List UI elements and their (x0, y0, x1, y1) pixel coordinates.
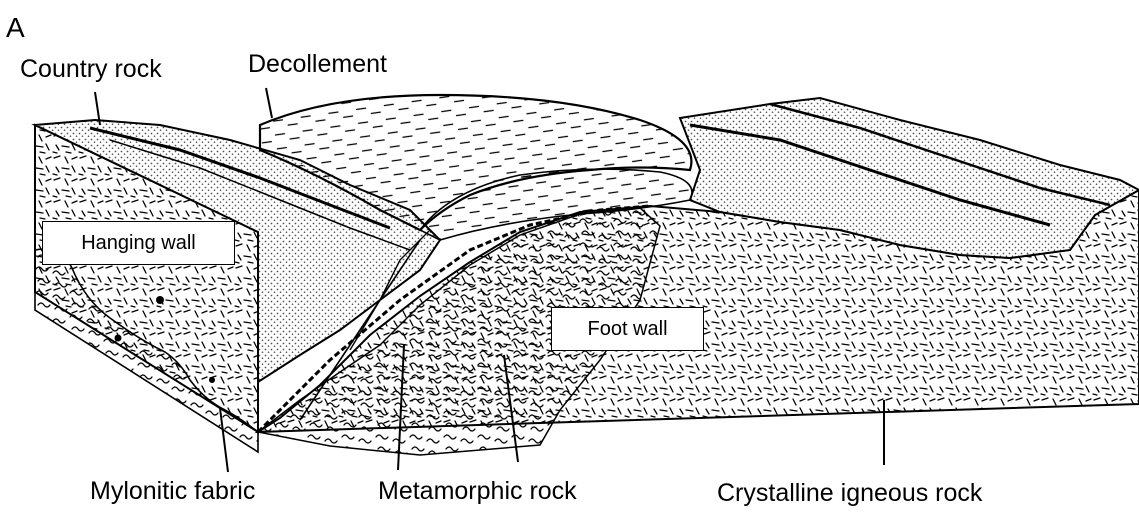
leader-decollement (266, 88, 272, 118)
clast (156, 296, 164, 304)
mylonitic-fabric-label: Mylonitic fabric (90, 479, 255, 504)
clast (209, 377, 215, 383)
hanging-wall-label: Hanging wall (42, 221, 235, 265)
country-rock-label: Country rock (20, 57, 162, 82)
metamorphic-rock-label: Metamorphic rock (378, 479, 577, 504)
panel-letter: A (6, 14, 25, 42)
crystalline-igneous-rock-label: Crystalline igneous rock (717, 481, 982, 506)
foot-wall-label: Foot wall (551, 307, 704, 351)
clast (115, 335, 122, 342)
decollement-label: Decollement (248, 52, 387, 77)
